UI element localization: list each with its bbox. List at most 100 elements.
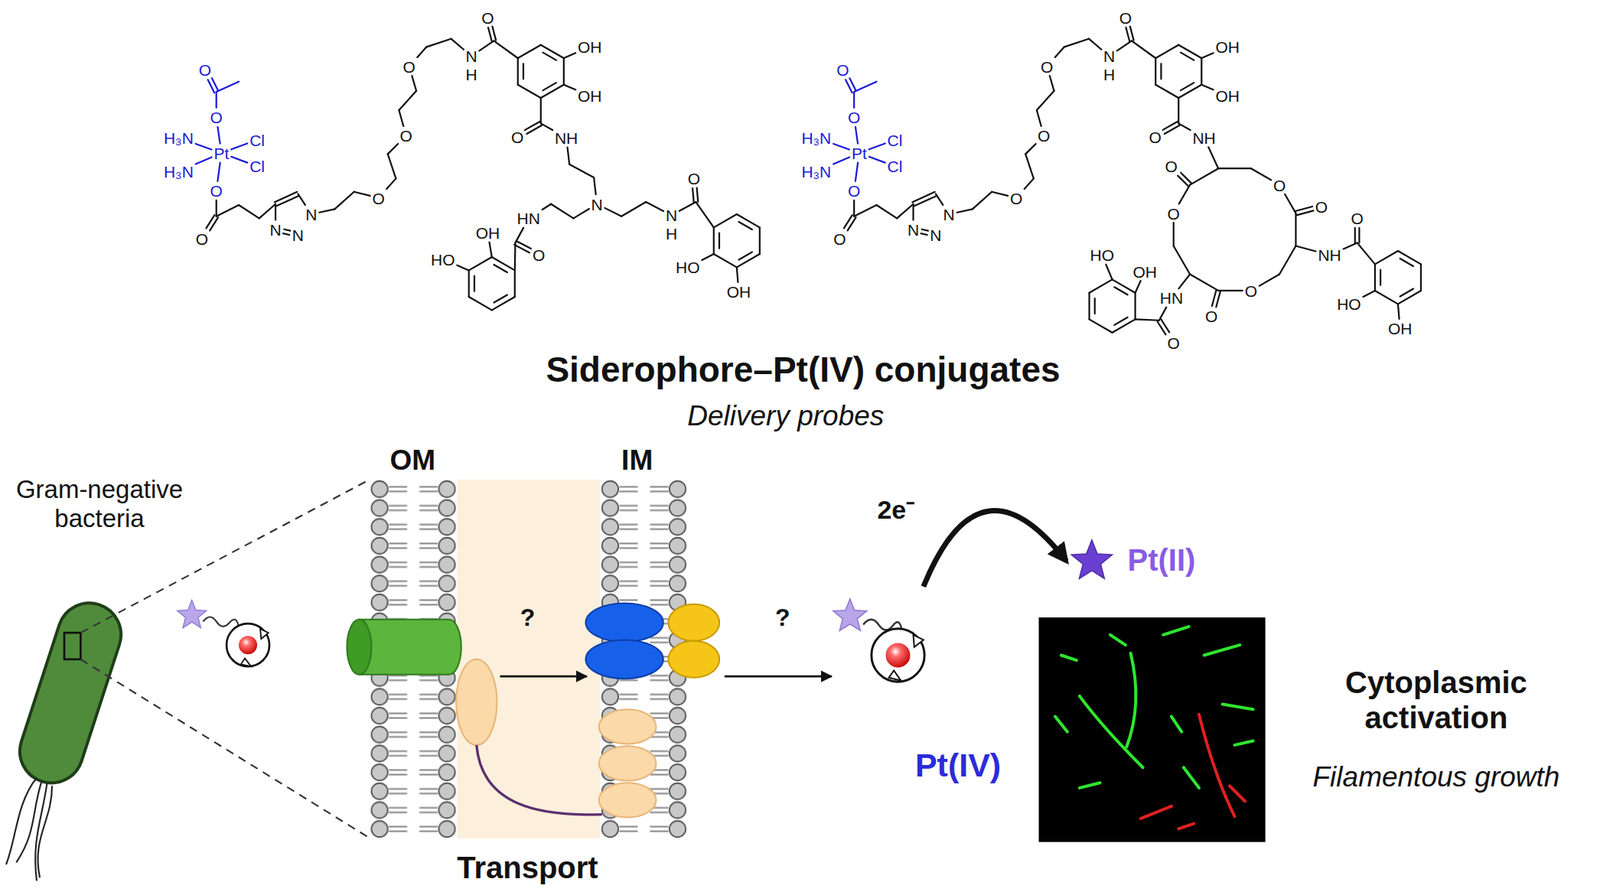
chemical-bond <box>1159 307 1167 321</box>
chemical-bond <box>563 58 565 85</box>
atom-label: O <box>209 109 224 126</box>
chemical-bond <box>492 257 515 271</box>
heading-text: Delivery probes <box>687 400 884 434</box>
arrow-connector <box>923 511 1067 587</box>
atom-label: N <box>268 221 282 238</box>
chemical-bond <box>1189 168 1219 185</box>
porin-barrel <box>358 619 461 675</box>
chemical-bond <box>540 123 553 131</box>
chemical-bond <box>1177 175 1189 187</box>
chemical-bond <box>1400 288 1414 297</box>
chemical-bond <box>1294 213 1297 247</box>
chemical-bond <box>1064 39 1089 48</box>
chemical-bond <box>912 204 914 221</box>
chemical-bond <box>387 143 398 154</box>
chemical-bond <box>1049 75 1055 92</box>
atom-label: O <box>1147 128 1162 145</box>
chemical-bond <box>1279 245 1296 274</box>
chemical-bond <box>869 143 886 150</box>
atom-label: O <box>1036 127 1051 144</box>
atom-label: O <box>399 127 414 144</box>
atom-label: N <box>1102 48 1116 65</box>
chemical-bond <box>1397 250 1421 264</box>
chemical-bond <box>354 192 371 196</box>
arrow-connector <box>499 675 587 678</box>
chemical-bond <box>1025 153 1034 179</box>
atom-label: H₃N <box>162 130 195 147</box>
chemical-bond <box>563 52 576 59</box>
node-region: Gram-negative bacteria <box>5 471 198 799</box>
atom-label: O <box>531 247 546 264</box>
chemical-bond <box>1162 121 1178 131</box>
chemical-bond <box>972 192 992 210</box>
chemical-bond <box>1259 274 1280 287</box>
chemical-bond <box>195 143 212 150</box>
chemical-bond <box>593 177 597 195</box>
chemical-bond <box>493 40 518 59</box>
chemical-bond <box>645 202 664 212</box>
chemical-bond <box>1208 146 1219 169</box>
chemical-bond <box>1130 26 1135 40</box>
chemical-bond <box>896 204 913 219</box>
chemical-bond <box>1180 52 1194 61</box>
chemical-bond <box>1112 319 1136 333</box>
chemical-bond <box>991 192 1008 196</box>
chemical-bond <box>489 242 493 258</box>
triangle-mark <box>889 671 902 682</box>
tonb-tether <box>476 745 603 815</box>
chemical-bond <box>1357 242 1376 264</box>
chemical-bond <box>1173 245 1190 274</box>
chemical-bond <box>517 58 519 85</box>
atom-label: O <box>1118 9 1133 26</box>
chemical-bond <box>713 254 737 268</box>
atom-label: O <box>1204 308 1219 325</box>
atom-label: N <box>906 221 920 238</box>
atom-label: HO <box>1088 247 1115 264</box>
chemical-bond <box>621 202 646 217</box>
atom-label: Cl <box>248 158 266 175</box>
atom-label: OH <box>475 224 502 242</box>
atom-label: H <box>1102 66 1116 83</box>
atom-label: O <box>835 61 850 78</box>
tonb-protein <box>456 659 497 746</box>
chemical-bond <box>935 193 943 205</box>
chemical-bond <box>238 205 260 219</box>
chemical-bond <box>1135 319 1160 320</box>
chemical-bond <box>550 204 574 219</box>
chemical-bond <box>912 192 935 203</box>
chemical-bond <box>540 45 564 59</box>
node-region: Cytoplasmic activationFilamentous growth <box>1036 612 1597 849</box>
exb-protein <box>599 709 657 744</box>
chemical-bond <box>514 270 516 297</box>
atom-label: O <box>1349 210 1364 227</box>
atom-label: O <box>1166 335 1180 352</box>
chemical-bond <box>526 125 542 134</box>
node-region: Pt(II) <box>1066 532 1236 590</box>
atom-label: O <box>687 170 701 187</box>
chemical-bond <box>231 143 248 150</box>
atom-label: O <box>402 58 417 75</box>
chemical-bond <box>205 215 215 229</box>
chemical-bond <box>739 251 753 260</box>
chemical-bond <box>1131 40 1156 59</box>
chemical-bond <box>1173 222 1175 246</box>
chemical-bond <box>1295 245 1316 251</box>
chemical-bond <box>1178 45 1202 59</box>
chemical-bond <box>1025 143 1036 154</box>
chemical-bond <box>1215 291 1221 308</box>
node-region: Pt(IV) <box>831 586 1006 787</box>
star-symbol <box>833 599 867 632</box>
edge-label: 2e⁻ <box>876 495 915 525</box>
chemical-bond <box>1088 39 1102 50</box>
atom-label: OH <box>576 39 603 56</box>
chemical-bond <box>957 208 973 212</box>
atpase-unit <box>668 604 720 642</box>
edge-label: ? <box>775 602 791 632</box>
chemical-bond <box>215 91 218 108</box>
chemical-bond <box>488 27 493 42</box>
chemical-bond <box>518 45 541 59</box>
chemical-bond <box>713 227 715 255</box>
chemical-bond <box>1189 274 1219 291</box>
micrograph <box>1039 617 1266 843</box>
chemical-bond <box>398 91 417 111</box>
